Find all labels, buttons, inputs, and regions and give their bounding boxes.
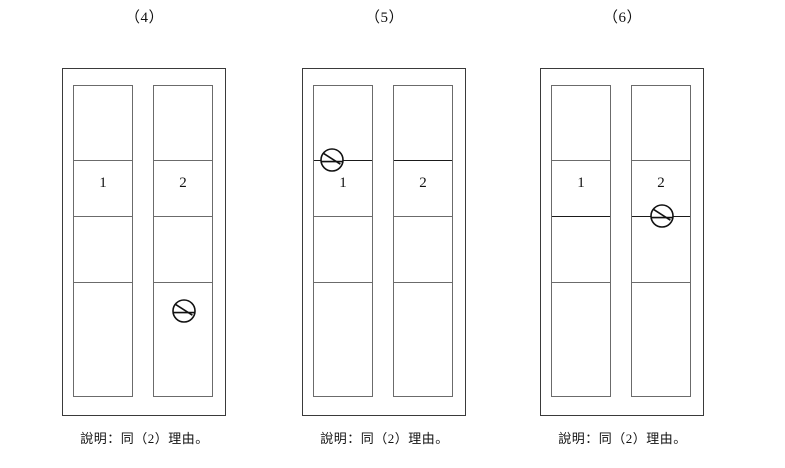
- mullion-1: [632, 160, 690, 161]
- figure-panel-6: （6） 1 2: [500, 0, 745, 468]
- door-leaf-left-4: 1: [73, 85, 133, 397]
- leaf-number-left-6: 1: [577, 175, 585, 191]
- leaf-number-right-4: 2: [179, 175, 187, 191]
- door-leaf-left-6: 1: [551, 85, 611, 397]
- mullion-2: [74, 216, 132, 217]
- mullion-3: [74, 282, 132, 283]
- mullion-2: [314, 216, 372, 217]
- hinge-pivot-symbol: [319, 147, 345, 173]
- mullion-3: [154, 282, 212, 283]
- hinge-pivot-symbol: [649, 203, 675, 229]
- panel-caption-6: 說明：同（2）理由。: [558, 431, 687, 446]
- leaf-number-right-5: 2: [419, 175, 427, 191]
- figure-panel-4: （4） 1 2: [22, 0, 267, 468]
- panel-caption-5: 說明：同（2）理由。: [320, 431, 449, 446]
- mullion-1: [394, 160, 452, 161]
- mullion-1: [154, 160, 212, 161]
- mullion-3: [632, 282, 690, 283]
- door-leaf-left-5: 1: [313, 85, 373, 397]
- door-leaf-right-6: 2: [631, 85, 691, 397]
- door-leaf-right-5: 2: [393, 85, 453, 397]
- leaf-number-left-5: 1: [339, 175, 347, 191]
- figure-panel-5: （5） 1 2: [262, 0, 507, 468]
- leaf-number-left-4: 1: [99, 175, 107, 191]
- hinge-pivot-symbol: [171, 298, 197, 324]
- mullion-3: [394, 282, 452, 283]
- panel-caption-4: 說明：同（2）理由。: [80, 431, 209, 446]
- mullion-2: [394, 216, 452, 217]
- panel-title-5: （5）: [364, 10, 404, 26]
- mullion-1: [74, 160, 132, 161]
- door-frame-5: 1 2: [302, 68, 466, 416]
- mullion-1: [552, 160, 610, 161]
- mullion-3: [552, 282, 610, 283]
- mullion-2: [552, 216, 610, 217]
- panel-title-6: （6）: [602, 10, 642, 26]
- door-leaf-right-4: 2: [153, 85, 213, 397]
- mullion-3: [314, 282, 372, 283]
- mullion-2: [154, 216, 212, 217]
- leaf-number-right-6: 2: [657, 175, 665, 191]
- door-frame-6: 1 2: [540, 68, 704, 416]
- panel-title-4: （4）: [124, 10, 164, 26]
- door-frame-4: 1 2: [62, 68, 226, 416]
